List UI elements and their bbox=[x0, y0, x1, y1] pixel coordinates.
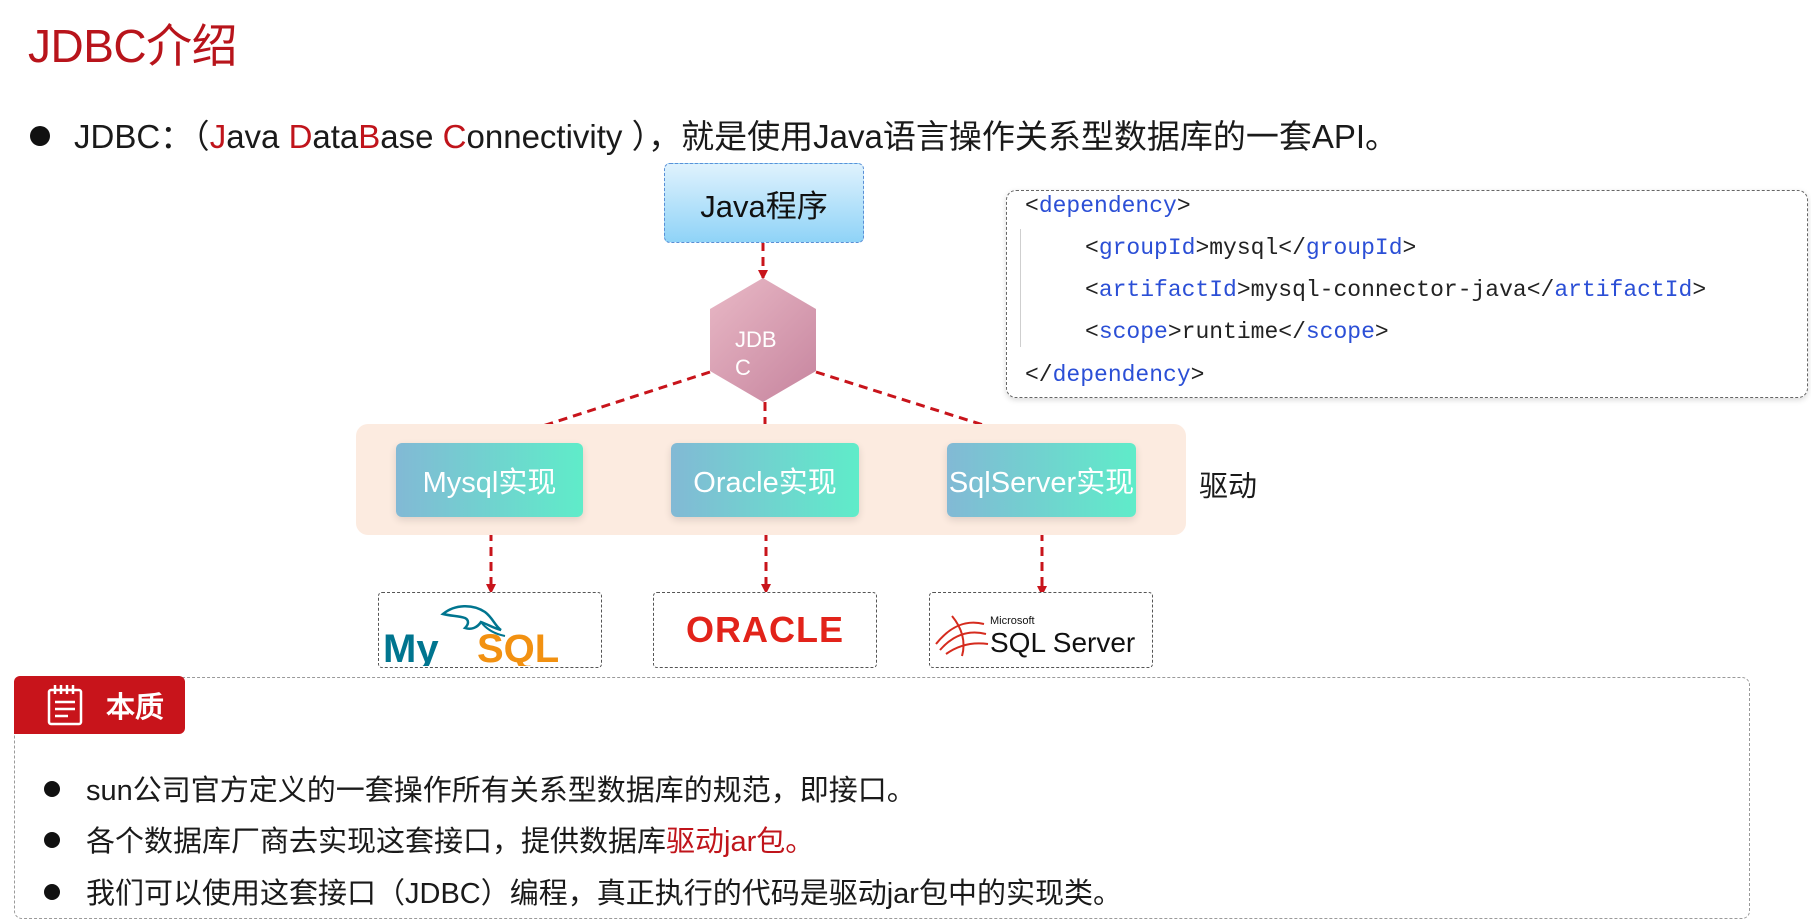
sqlserver-logo-box: Microsoft SQL Server bbox=[929, 592, 1153, 668]
mysql-logo-sql: SQL bbox=[477, 627, 559, 666]
intro-letter-j: J bbox=[209, 118, 227, 155]
essence-header-label: 本质 bbox=[106, 692, 165, 724]
intro-part: ata bbox=[312, 118, 359, 155]
mysql-logo: My SQL bbox=[383, 605, 559, 666]
bullet-dot bbox=[44, 832, 60, 849]
sqlserver-impl-box: SqlServer实现 bbox=[947, 443, 1136, 517]
impl-label: SqlServer实现 bbox=[948, 467, 1135, 499]
mysql-logo-my: My bbox=[383, 627, 439, 666]
page-title: JDBC介绍 bbox=[28, 20, 238, 72]
dependency-code-box: <dependency> <groupId>mysql</groupId> <a… bbox=[1006, 190, 1808, 398]
jdbc-hexagon bbox=[710, 278, 816, 402]
code-line-3: <artifactId>mysql-connector-java</artifa… bbox=[1085, 277, 1707, 303]
code-line-4: <scope>runtime</scope> bbox=[1085, 319, 1389, 345]
sqlserver-logo: Microsoft SQL Server bbox=[935, 615, 1135, 658]
impl-label: Oracle实现 bbox=[693, 467, 837, 499]
code-line-2: <groupId>mysql</groupId> bbox=[1085, 235, 1417, 261]
impl-label: Mysql实现 bbox=[422, 467, 557, 499]
jdbc-label-line2: C bbox=[735, 355, 751, 380]
bullet-dot bbox=[44, 884, 60, 901]
jdbc-label-line1: JDB bbox=[735, 327, 777, 352]
mysql-impl-box: Mysql实现 bbox=[396, 443, 583, 517]
sqlserver-icon bbox=[935, 615, 989, 657]
oracle-logo-box: ORACLE bbox=[653, 592, 877, 668]
intro-letter-d: D bbox=[288, 118, 313, 155]
intro-part: ase bbox=[380, 118, 443, 155]
sqlserver-logo-text: SQL Server bbox=[990, 627, 1135, 658]
bullet-dot bbox=[44, 781, 60, 798]
intro-part: onnectivity ） bbox=[466, 118, 649, 155]
java-program-box: Java程序 bbox=[664, 163, 864, 243]
code-indent-rule bbox=[1020, 229, 1021, 347]
intro-part: ava bbox=[226, 118, 289, 155]
intro-letter-c: C bbox=[442, 118, 467, 155]
sqlserver-logo-small: Microsoft bbox=[990, 615, 1035, 627]
code-line-1: <dependency> bbox=[1025, 193, 1191, 219]
driver-label: 驱动 bbox=[1199, 471, 1258, 503]
intro-part: ，就是使用Java语言操作关系型数据库的一套API。 bbox=[648, 118, 1399, 155]
code-line-5: </dependency> bbox=[1025, 362, 1205, 388]
essence-bullet-1: sun公司官方定义的一套操作所有关系型数据库的规范，即接口。 bbox=[44, 767, 916, 809]
intro-letter-b: B bbox=[358, 118, 381, 155]
essence-bullet-3: 我们可以使用这套接口（JDBC）编程，真正执行的代码是驱动jar包中的实现类。 bbox=[44, 870, 1122, 912]
oracle-impl-box: Oracle实现 bbox=[671, 443, 859, 517]
java-program-label: Java程序 bbox=[700, 188, 828, 224]
essence-header: 本质 bbox=[14, 676, 185, 734]
bullet-dot bbox=[30, 126, 50, 147]
oracle-logo: ORACLE bbox=[686, 609, 844, 650]
intro-line: JDBC：（Java DataBase Connectivity ），就是使用J… bbox=[30, 110, 1398, 158]
notepad-icon bbox=[47, 685, 83, 726]
intro-part: JDBC：（ bbox=[74, 118, 210, 155]
jdbc-label: JDB C bbox=[735, 326, 795, 382]
essence-bullet-2: 各个数据库厂商去实现这套接口，提供数据库驱动jar包。 bbox=[44, 818, 814, 860]
mysql-logo-box: My SQL bbox=[378, 592, 602, 668]
